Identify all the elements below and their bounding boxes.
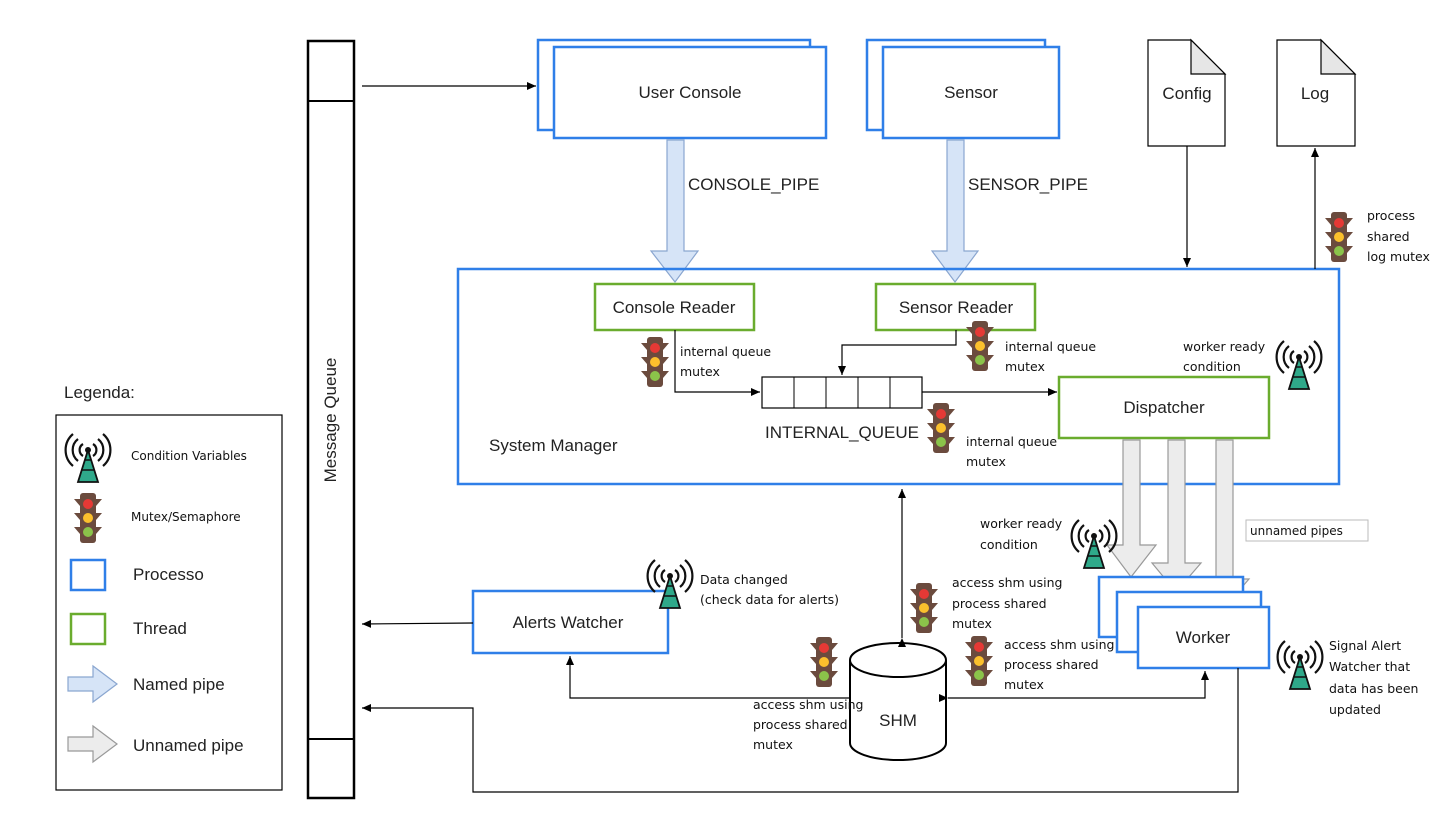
system-manager-process: System Manager — [456, 267, 1341, 486]
sensor-queue-mutex-annotation: internal queue mutex — [1005, 339, 1100, 374]
unnamed-pipe-arrow-1 — [1105, 439, 1158, 578]
sensor-reader-label: Sensor Reader — [899, 298, 1014, 317]
config-label: Config — [1162, 84, 1211, 103]
user-console-label: User Console — [639, 83, 742, 102]
internal-queue-label: INTERNAL_QUEUE — [765, 423, 919, 442]
console-reader-thread: Console Reader — [593, 282, 756, 332]
signal-alert-condition-icon — [1276, 639, 1324, 691]
signal-alert-annotation: Signal Alert Watcher that data has been … — [1329, 638, 1422, 717]
worker-label: Worker — [1176, 628, 1231, 647]
shm-to-alerts-watcher-arrow — [566, 656, 850, 699]
sensor-reader-to-queue-arrow — [838, 330, 957, 375]
config-file: Config — [1147, 38, 1227, 147]
legend-thread-label: Thread — [133, 619, 187, 638]
shm-worker-arrow — [939, 671, 1209, 702]
console-queue-mutex-icon — [641, 337, 669, 387]
worker-ready-annotation: worker ready condition — [980, 516, 1066, 552]
worker-ready-condition-icon — [1070, 518, 1118, 570]
alerts-watcher-process: Alerts Watcher — [471, 589, 670, 655]
console-reader-to-queue-arrow — [674, 330, 760, 396]
console-pipe-label: CONSOLE_PIPE — [688, 175, 819, 194]
alerts-watcher-label: Alerts Watcher — [513, 613, 624, 632]
shm-mutex-worker-icon — [910, 583, 938, 633]
legend-title: Legenda: — [64, 383, 135, 402]
shm-mutex-alerts-icon — [810, 637, 838, 687]
dispatcher-worker-ready-annotation: worker ready condition — [1183, 339, 1269, 374]
user-console-process: User Console — [536, 38, 828, 140]
message-queue-label: Message Queue — [321, 358, 340, 483]
sensor-process: Sensor — [865, 38, 1061, 140]
shm-mutex-system-manager-annotation: access shm using process shared mutex — [1004, 637, 1118, 692]
worker-to-message-queue-arrow — [362, 668, 1239, 793]
data-changed-annotation: Data changed (check data for alerts) — [700, 572, 839, 607]
legend-named-pipe-label: Named pipe — [133, 675, 225, 694]
unnamed-pipe-arrow-2 — [1150, 439, 1203, 593]
system-manager-label: System Manager — [489, 436, 618, 455]
sensor-pipe-arrow — [930, 139, 980, 284]
legend-thread-swatch — [69, 612, 107, 646]
console-queue-mutex-annotation: internal queue mutex — [680, 344, 775, 379]
alerts-watcher-to-message-queue-arrow — [361, 619, 474, 628]
log-file: Log — [1276, 38, 1357, 147]
legend-process-swatch — [69, 558, 107, 592]
dispatcher-queue-mutex-icon — [927, 403, 955, 453]
shm-label: SHM — [879, 711, 917, 730]
legend-process-label: Processo — [133, 565, 204, 584]
shm-mutex-system-manager-icon — [965, 636, 993, 686]
log-mutex-icon — [1325, 212, 1353, 262]
shm-mutex-alerts-annotation: access shm using process shared mutex — [753, 697, 867, 752]
sensor-queue-mutex-icon — [966, 321, 994, 371]
legend: Legenda: Condition Variables Mutex/Semap… — [55, 383, 283, 791]
sensor-reader-thread: Sensor Reader — [874, 282, 1037, 332]
log-mutex-annotation: process shared log mutex — [1367, 208, 1430, 264]
console-reader-label: Console Reader — [613, 298, 736, 317]
worker-process: Worker — [1097, 575, 1271, 670]
legend-mutex-label: Mutex/Semaphore — [131, 510, 241, 524]
unnamed-pipes-label: unnamed pipes — [1250, 524, 1343, 538]
sensor-label: Sensor — [944, 83, 998, 102]
message-queue: Message Queue — [306, 39, 356, 800]
shm-cylinder: SHM — [849, 642, 947, 761]
dispatcher-queue-mutex-annotation: internal queue mutex — [966, 434, 1061, 469]
dispatcher-worker-ready-condition-icon — [1275, 339, 1323, 391]
legend-unnamed-pipe-label: Unnamed pipe — [133, 736, 244, 755]
shm-mutex-worker-annotation: access shm using process shared mutex — [952, 575, 1066, 631]
sensor-pipe-label: SENSOR_PIPE — [968, 175, 1088, 194]
internal-queue: INTERNAL_QUEUE — [761, 376, 923, 442]
log-label: Log — [1301, 84, 1329, 103]
legend-condition-label: Condition Variables — [131, 449, 247, 463]
legend-named-pipe-icon — [67, 664, 118, 704]
dispatcher-label: Dispatcher — [1123, 398, 1205, 417]
console-pipe-arrow — [649, 139, 700, 283]
dispatcher-thread: Dispatcher — [1057, 375, 1271, 440]
legend-unnamed-pipe-icon — [67, 724, 118, 764]
